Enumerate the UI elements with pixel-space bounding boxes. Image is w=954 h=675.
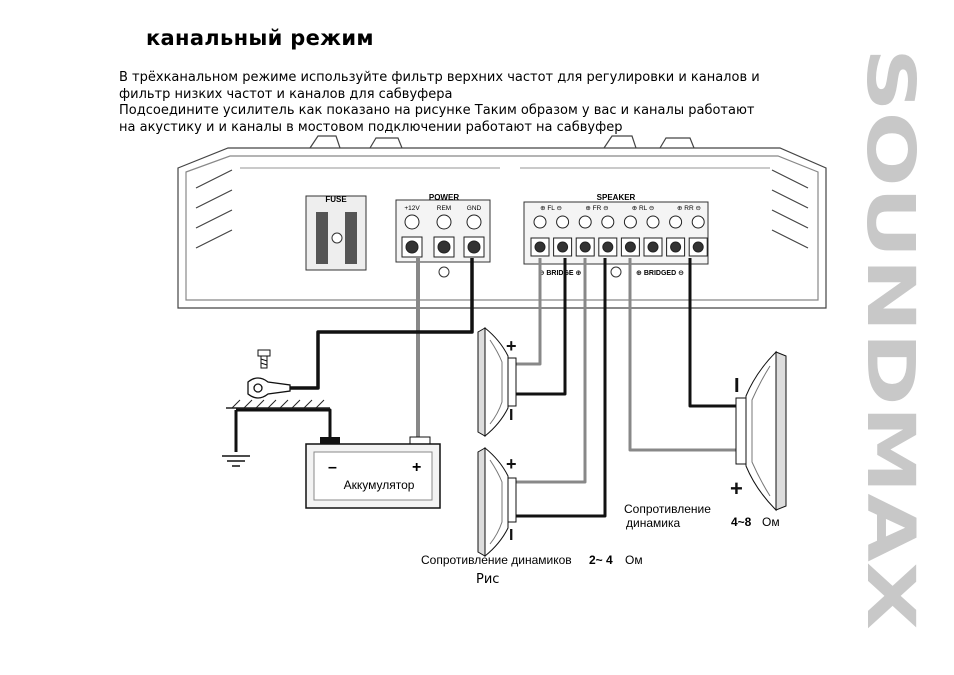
speaker-front-1-minus: I <box>509 407 513 424</box>
speaker-terminal-block: SPEAKER ⊕ FL ⊖ ⊕ FR ⊖ ⊕ RL ⊖ ⊕ RR ⊖ ⊖ BR… <box>523 193 709 278</box>
ground-hatch-icon <box>226 399 330 409</box>
speaker-terminal-hole <box>624 241 636 253</box>
front-impedance-value: 2~ 4 <box>589 553 613 567</box>
subwoofer-plus: + <box>730 476 743 501</box>
speaker-terminal-hole <box>534 241 546 253</box>
speaker-channel-rl: ⊕ RL ⊖ <box>632 205 655 212</box>
bridged-label: ⊕ BRIDGED ⊖ <box>636 270 684 277</box>
brand-logo: SOUNDMAX <box>852 48 928 630</box>
paragraph-filters: В трёхканальном режиме используйте фильт… <box>119 69 849 103</box>
fuse-holder: FUSE <box>305 195 367 271</box>
speaker-terminal-screw <box>646 215 660 229</box>
battery-label: Аккумулятор <box>344 478 415 492</box>
amplifier-body <box>177 135 827 309</box>
battery: – + Аккумулятор <box>305 436 441 509</box>
sub-impedance-unit: Ом <box>762 515 780 529</box>
speaker-terminal-hole <box>579 241 591 253</box>
power-terminal-rem: REM <box>437 205 451 212</box>
paragraph-filters-line1: В трёхканальном режиме используйте фильт… <box>119 70 760 85</box>
subwoofer-speaker: I + <box>730 350 787 512</box>
brand-text: SOUNDMAX <box>852 48 928 630</box>
screw-icon <box>257 349 271 369</box>
speaker-front-2: + I <box>477 446 517 558</box>
power-terminal-block: POWER +12V REM GND <box>395 193 491 278</box>
front-impedance-unit: Ом <box>625 553 643 567</box>
speaker-terminal-screw <box>578 215 592 229</box>
subwoofer-minus: I <box>734 375 740 397</box>
battery-minus-sign: – <box>328 459 337 476</box>
fuse-label: FUSE <box>325 195 347 204</box>
sub-impedance-label-line1: Сопротивление <box>624 502 711 516</box>
speaker-terminal-screw <box>601 215 615 229</box>
paragraph-filters-line2: фильтр низких частот и каналов для сабву… <box>119 87 453 102</box>
front-impedance-label: Сопротивление динамиков <box>421 553 572 567</box>
speaker-front-1-plus: + <box>506 336 517 356</box>
speaker-front-1: + I <box>477 326 517 438</box>
speaker-channel-fr: ⊕ FR ⊖ <box>585 205 608 212</box>
paragraph-connection-line1: Подсоедините усилитель как показано на р… <box>119 103 755 118</box>
speaker-terminal-hole <box>670 241 682 253</box>
ground-symbol-icon <box>222 455 250 467</box>
speaker-terminal-hole <box>602 241 614 253</box>
paragraph-connection-line2: на акустику и и каналы в мостовом подклю… <box>119 120 623 135</box>
sub-impedance-value: 4~8 <box>731 515 752 529</box>
speaker-channel-fl: ⊕ FL ⊖ <box>540 205 562 212</box>
speaker-terminal-screw <box>556 215 570 229</box>
speaker-terminal-hole <box>692 241 704 253</box>
speaker-front-2-plus: + <box>506 454 517 474</box>
power-terminal-gnd: GND <box>467 205 482 212</box>
speaker-terminal-screw <box>669 215 683 229</box>
sub-impedance-label-line2: динамика <box>626 516 680 530</box>
paragraph-connection: Подсоедините усилитель как показано на р… <box>119 102 849 136</box>
battery-plus-sign: + <box>412 459 421 476</box>
speaker-front-2-minus: I <box>509 527 513 544</box>
speaker-terminal-screw <box>623 215 637 229</box>
bridge-label: ⊖ BRIDGE ⊕ <box>539 270 582 277</box>
speaker-terminal-hole <box>647 241 659 253</box>
speaker-label: SPEAKER <box>597 193 636 202</box>
ring-terminal-icon <box>247 377 291 399</box>
power-terminal-12v: +12V <box>404 205 420 212</box>
figure-caption: Рис <box>476 572 500 587</box>
speaker-terminal-hole <box>557 241 569 253</box>
speaker-terminal-screw <box>533 215 547 229</box>
wires <box>234 258 736 518</box>
power-label: POWER <box>429 193 459 202</box>
speaker-terminal-screw <box>691 215 705 229</box>
page-title: канальный режим <box>146 26 374 50</box>
speaker-channel-rr: ⊕ RR ⊖ <box>677 205 701 212</box>
